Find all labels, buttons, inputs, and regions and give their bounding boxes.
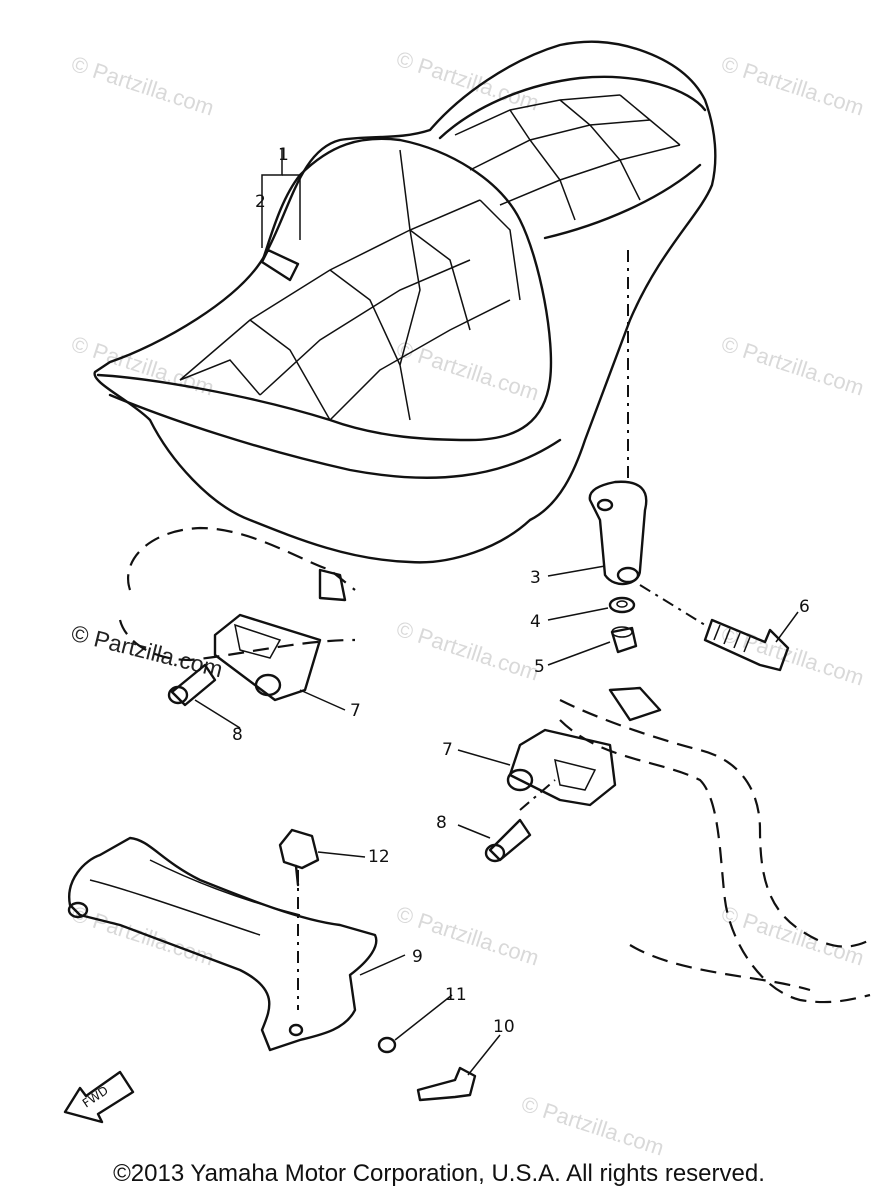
callout-8-right: 8 <box>436 813 447 833</box>
callout-1: 1 <box>278 145 289 165</box>
callout-4: 4 <box>530 612 541 632</box>
seat-assembly <box>93 40 717 564</box>
callout-5: 5 <box>534 657 545 677</box>
seat-bracket <box>588 480 648 586</box>
callouts: 1 2 3 4 5 6 7 8 7 8 12 9 11 10 <box>232 145 810 1037</box>
callout-7-left: 7 <box>350 701 361 721</box>
leader-lines <box>194 148 799 1076</box>
axis-line <box>519 779 556 811</box>
callout-11: 11 <box>445 985 467 1005</box>
watermark: © Partzilla.com <box>393 616 542 686</box>
watermark: © Partzilla.com <box>718 901 867 971</box>
right-seat-lock <box>484 728 617 863</box>
watermark: © Partzilla.com <box>393 46 542 116</box>
lower-bracket <box>67 836 378 1052</box>
callout-2: 2 <box>255 192 266 212</box>
watermark: © Partzilla.com <box>518 1091 667 1160</box>
washer-and-nut <box>608 596 638 654</box>
watermark: © Partzilla.com <box>68 331 217 401</box>
watermark: © Partzilla.com <box>718 331 867 401</box>
callout-10: 10 <box>493 1017 515 1037</box>
callout-12: 12 <box>368 847 390 867</box>
axis-line <box>639 584 706 626</box>
callout-3: 3 <box>530 568 541 588</box>
frame-rails <box>118 526 871 1004</box>
callout-6: 6 <box>799 597 810 617</box>
parts-diagram: © Partzilla.com © Partzilla.com © Partzi… <box>63 40 871 1160</box>
copyright-notice: ©2013 Yamaha Motor Corporation, U.S.A. A… <box>113 1160 765 1187</box>
watermark: © Partzilla.com <box>68 51 217 121</box>
left-seat-lock <box>167 613 322 707</box>
callout-9: 9 <box>412 947 423 967</box>
seat-bolt <box>703 618 790 672</box>
fwd-arrow-icon: FWD <box>63 1070 135 1124</box>
callout-7-right: 7 <box>442 740 453 760</box>
fwd-label: FWD <box>80 1083 111 1110</box>
watermark-layer: © Partzilla.com © Partzilla.com © Partzi… <box>68 46 867 1160</box>
watermark: © Partzilla.com <box>68 901 217 971</box>
watermark-dark: © Partzilla.com <box>69 620 226 683</box>
watermark: © Partzilla.com <box>393 336 542 406</box>
part-12-fastener <box>278 828 320 887</box>
part-11-and-bolt-10 <box>377 1036 477 1102</box>
watermark: © Partzilla.com <box>718 51 867 121</box>
callout-8-left: 8 <box>232 725 243 745</box>
